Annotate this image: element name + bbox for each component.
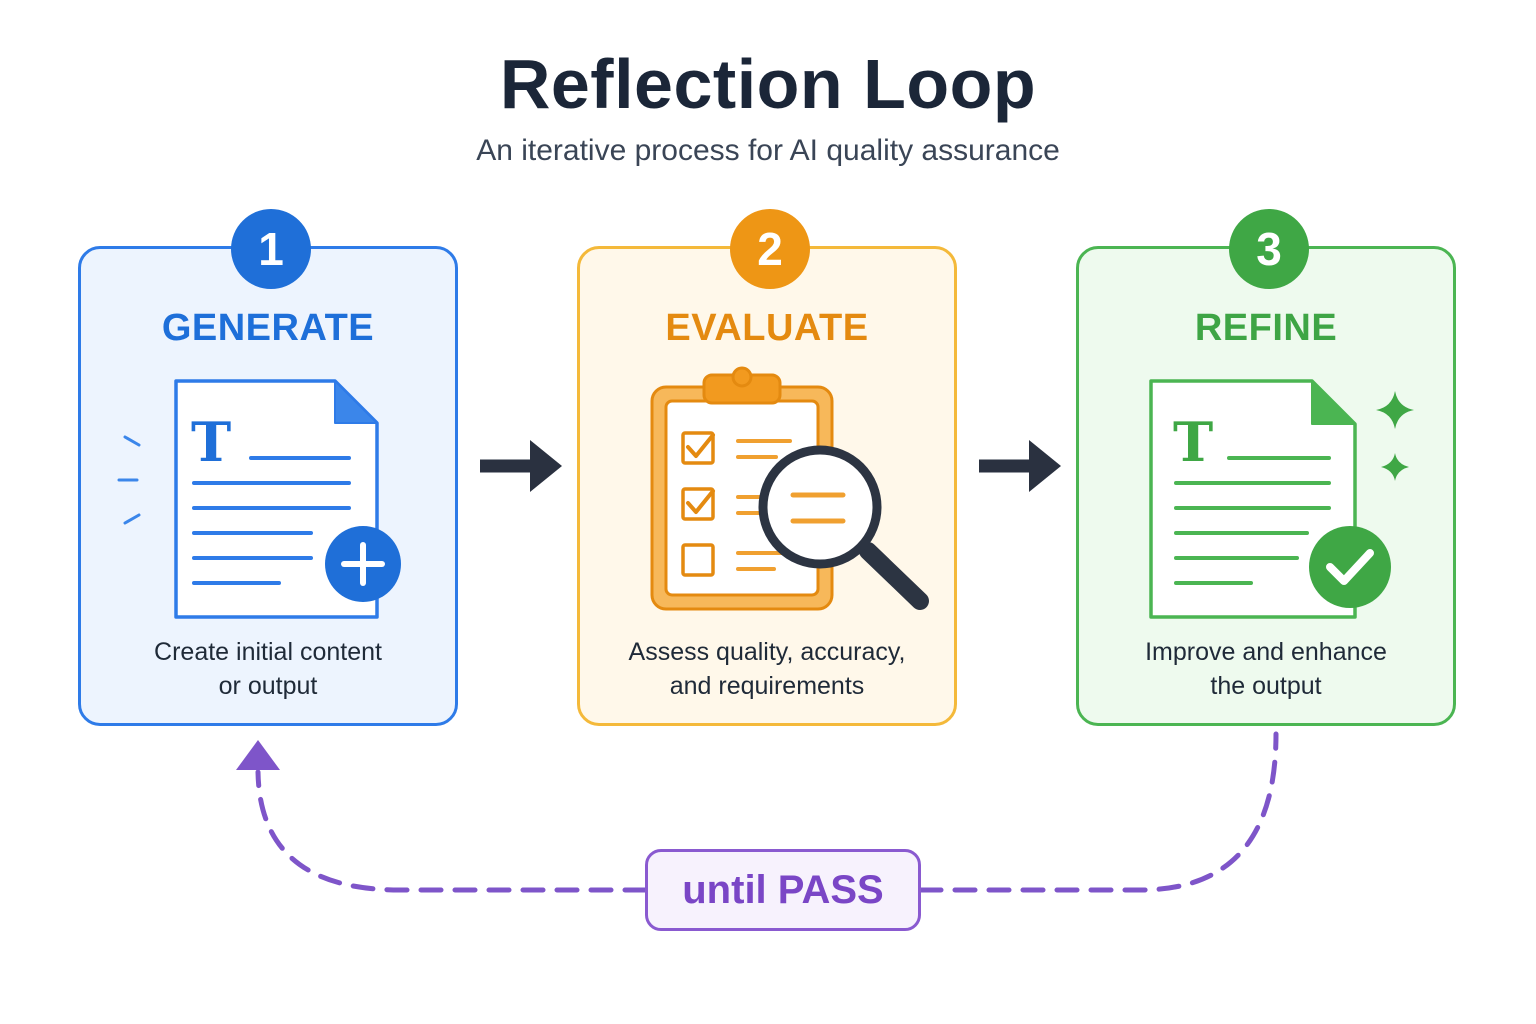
arrow-right-icon [480,440,562,492]
step-number-badge: 1 [231,209,311,289]
arrow-up-icon [236,740,280,770]
step-title: EVALUATE [665,307,869,349]
document-plus-icon: T [117,379,401,619]
step-number-badge: 3 [1229,209,1309,289]
step-title: GENERATE [161,307,375,349]
step-description: Assess quality, accuracy, and requiremen… [628,638,906,700]
step-description: Create initial content or output [154,638,382,700]
step-card-evaluate: 2 EVALUATE Assess quality, accuracy, and… [577,209,957,726]
diagram-subtitle: An iterative process for AI quality assu… [476,134,1060,167]
document-check-icon: T [1149,379,1414,619]
step-title: REFINE [1194,307,1338,349]
step-card-refine: 3 REFINE T Improve and enhance the outpu… [1076,209,1456,726]
arrow-right-icon [979,440,1061,492]
step-number-badge: 2 [730,209,810,289]
diagram-title: Reflection Loop [499,45,1037,123]
document-glyph: T [191,410,231,474]
step-card-generate: 1 GENERATE T Create initial content or o… [78,209,458,726]
document-glyph: T [1173,410,1213,474]
loop-condition-label: until PASS [645,849,921,931]
step-description: Improve and enhance the output [1145,638,1387,700]
clipboard-magnifier-icon [650,366,929,611]
